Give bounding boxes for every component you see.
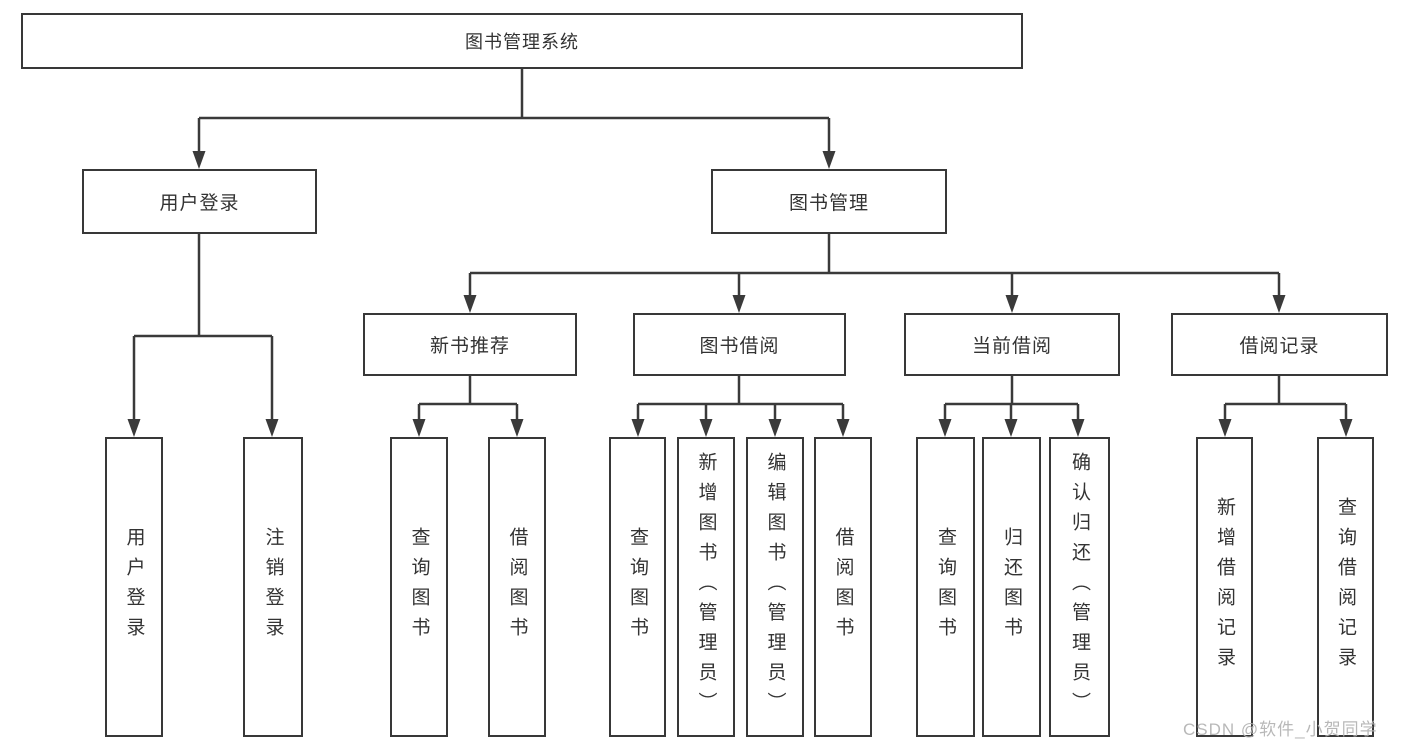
node-leaf-query-books-borrow: 查询图书 xyxy=(609,437,666,737)
node-leaf-return-books: 归还图书 xyxy=(982,437,1041,737)
arrowhead-icon xyxy=(1004,419,1018,437)
node-label: 借阅记录 xyxy=(1239,336,1320,357)
node-book-management: 图书管理 xyxy=(711,169,947,234)
node-label: 当前借阅 xyxy=(971,336,1052,357)
node-label: 用户登录 xyxy=(159,193,240,214)
node-label: 新增图书（管理员） xyxy=(695,452,717,722)
arrowhead-icon xyxy=(732,295,746,313)
arrowhead-icon xyxy=(265,419,279,437)
node-label: 查询图书 xyxy=(408,527,430,647)
node-leaf-query-books-current: 查询图书 xyxy=(916,437,975,737)
node-leaf-query-borrow-record: 查询借阅记录 xyxy=(1317,437,1374,737)
arrowhead-icon xyxy=(1339,419,1353,437)
node-label: 借阅图书 xyxy=(832,527,854,647)
arrowhead-icon xyxy=(510,419,524,437)
node-label: 图书借阅 xyxy=(699,336,780,357)
node-leaf-add-books-admin: 新增图书（管理员） xyxy=(677,437,735,737)
arrowhead-icon xyxy=(938,419,952,437)
node-leaf-user-login: 用户登录 xyxy=(105,437,163,737)
csdn-watermark: CSDN @软件_小贺同学 xyxy=(1183,720,1378,739)
arrowhead-icon xyxy=(699,419,713,437)
connector-book-mgmt-fork xyxy=(468,234,1281,302)
node-leaf-query-books-recommend: 查询图书 xyxy=(390,437,448,737)
node-label: 确认归还（管理员） xyxy=(1069,452,1090,722)
node-book-borrowing: 图书借阅 xyxy=(633,313,846,376)
node-label: 查询借阅记录 xyxy=(1335,497,1356,677)
node-leaf-borrow-books-recommend: 借阅图书 xyxy=(488,437,546,737)
arrowhead-icon xyxy=(631,419,645,437)
arrowhead-icon xyxy=(412,419,426,437)
arrowhead-icon xyxy=(1272,295,1286,313)
connector-borrow-records-fork xyxy=(1223,376,1348,426)
arrowhead-icon xyxy=(127,419,141,437)
arrowhead-icon xyxy=(1071,419,1085,437)
node-leaf-confirm-return-admin: 确认归还（管理员） xyxy=(1049,437,1110,737)
node-borrowing-records: 借阅记录 xyxy=(1171,313,1388,376)
arrowhead-icon xyxy=(1218,419,1232,437)
arrowhead-icon xyxy=(768,419,782,437)
node-user-login-group: 用户登录 xyxy=(82,169,317,234)
node-leaf-add-borrow-record: 新增借阅记录 xyxy=(1196,437,1253,737)
node-label: 新书推荐 xyxy=(429,336,510,357)
node-label: 借阅图书 xyxy=(506,527,528,647)
node-leaf-edit-books-admin: 编辑图书（管理员） xyxy=(746,437,804,737)
arrowhead-icon xyxy=(822,151,836,169)
arrowhead-icon xyxy=(1005,295,1019,313)
connector-user-login-fork xyxy=(132,234,274,426)
node-leaf-logout: 注销登录 xyxy=(243,437,303,737)
node-label: 新增借阅记录 xyxy=(1214,497,1235,677)
arrowhead-icon xyxy=(192,151,206,169)
node-label: 查询图书 xyxy=(627,527,648,647)
node-current-borrowing: 当前借阅 xyxy=(904,313,1120,376)
connector-current-borrow-fork xyxy=(943,376,1080,426)
node-label: 编辑图书（管理员） xyxy=(764,452,786,722)
node-label: 图书管理 xyxy=(788,193,869,214)
arrowhead-icon xyxy=(836,419,850,437)
connector-new-book-fork xyxy=(417,376,519,426)
node-new-book-recommend: 新书推荐 xyxy=(363,313,577,376)
node-label: 用户登录 xyxy=(123,527,145,647)
node-label: 图书管理系统 xyxy=(465,32,579,52)
node-label: 注销登录 xyxy=(262,527,284,647)
node-label: 归还图书 xyxy=(1001,527,1022,647)
connector-root-to-level2 xyxy=(197,69,831,158)
arrowhead-icon xyxy=(463,295,477,313)
node-label: 查询图书 xyxy=(935,527,956,647)
node-leaf-borrow-books: 借阅图书 xyxy=(814,437,872,737)
connector-book-borrow-fork xyxy=(636,376,845,426)
node-library-system: 图书管理系统 xyxy=(21,13,1023,69)
